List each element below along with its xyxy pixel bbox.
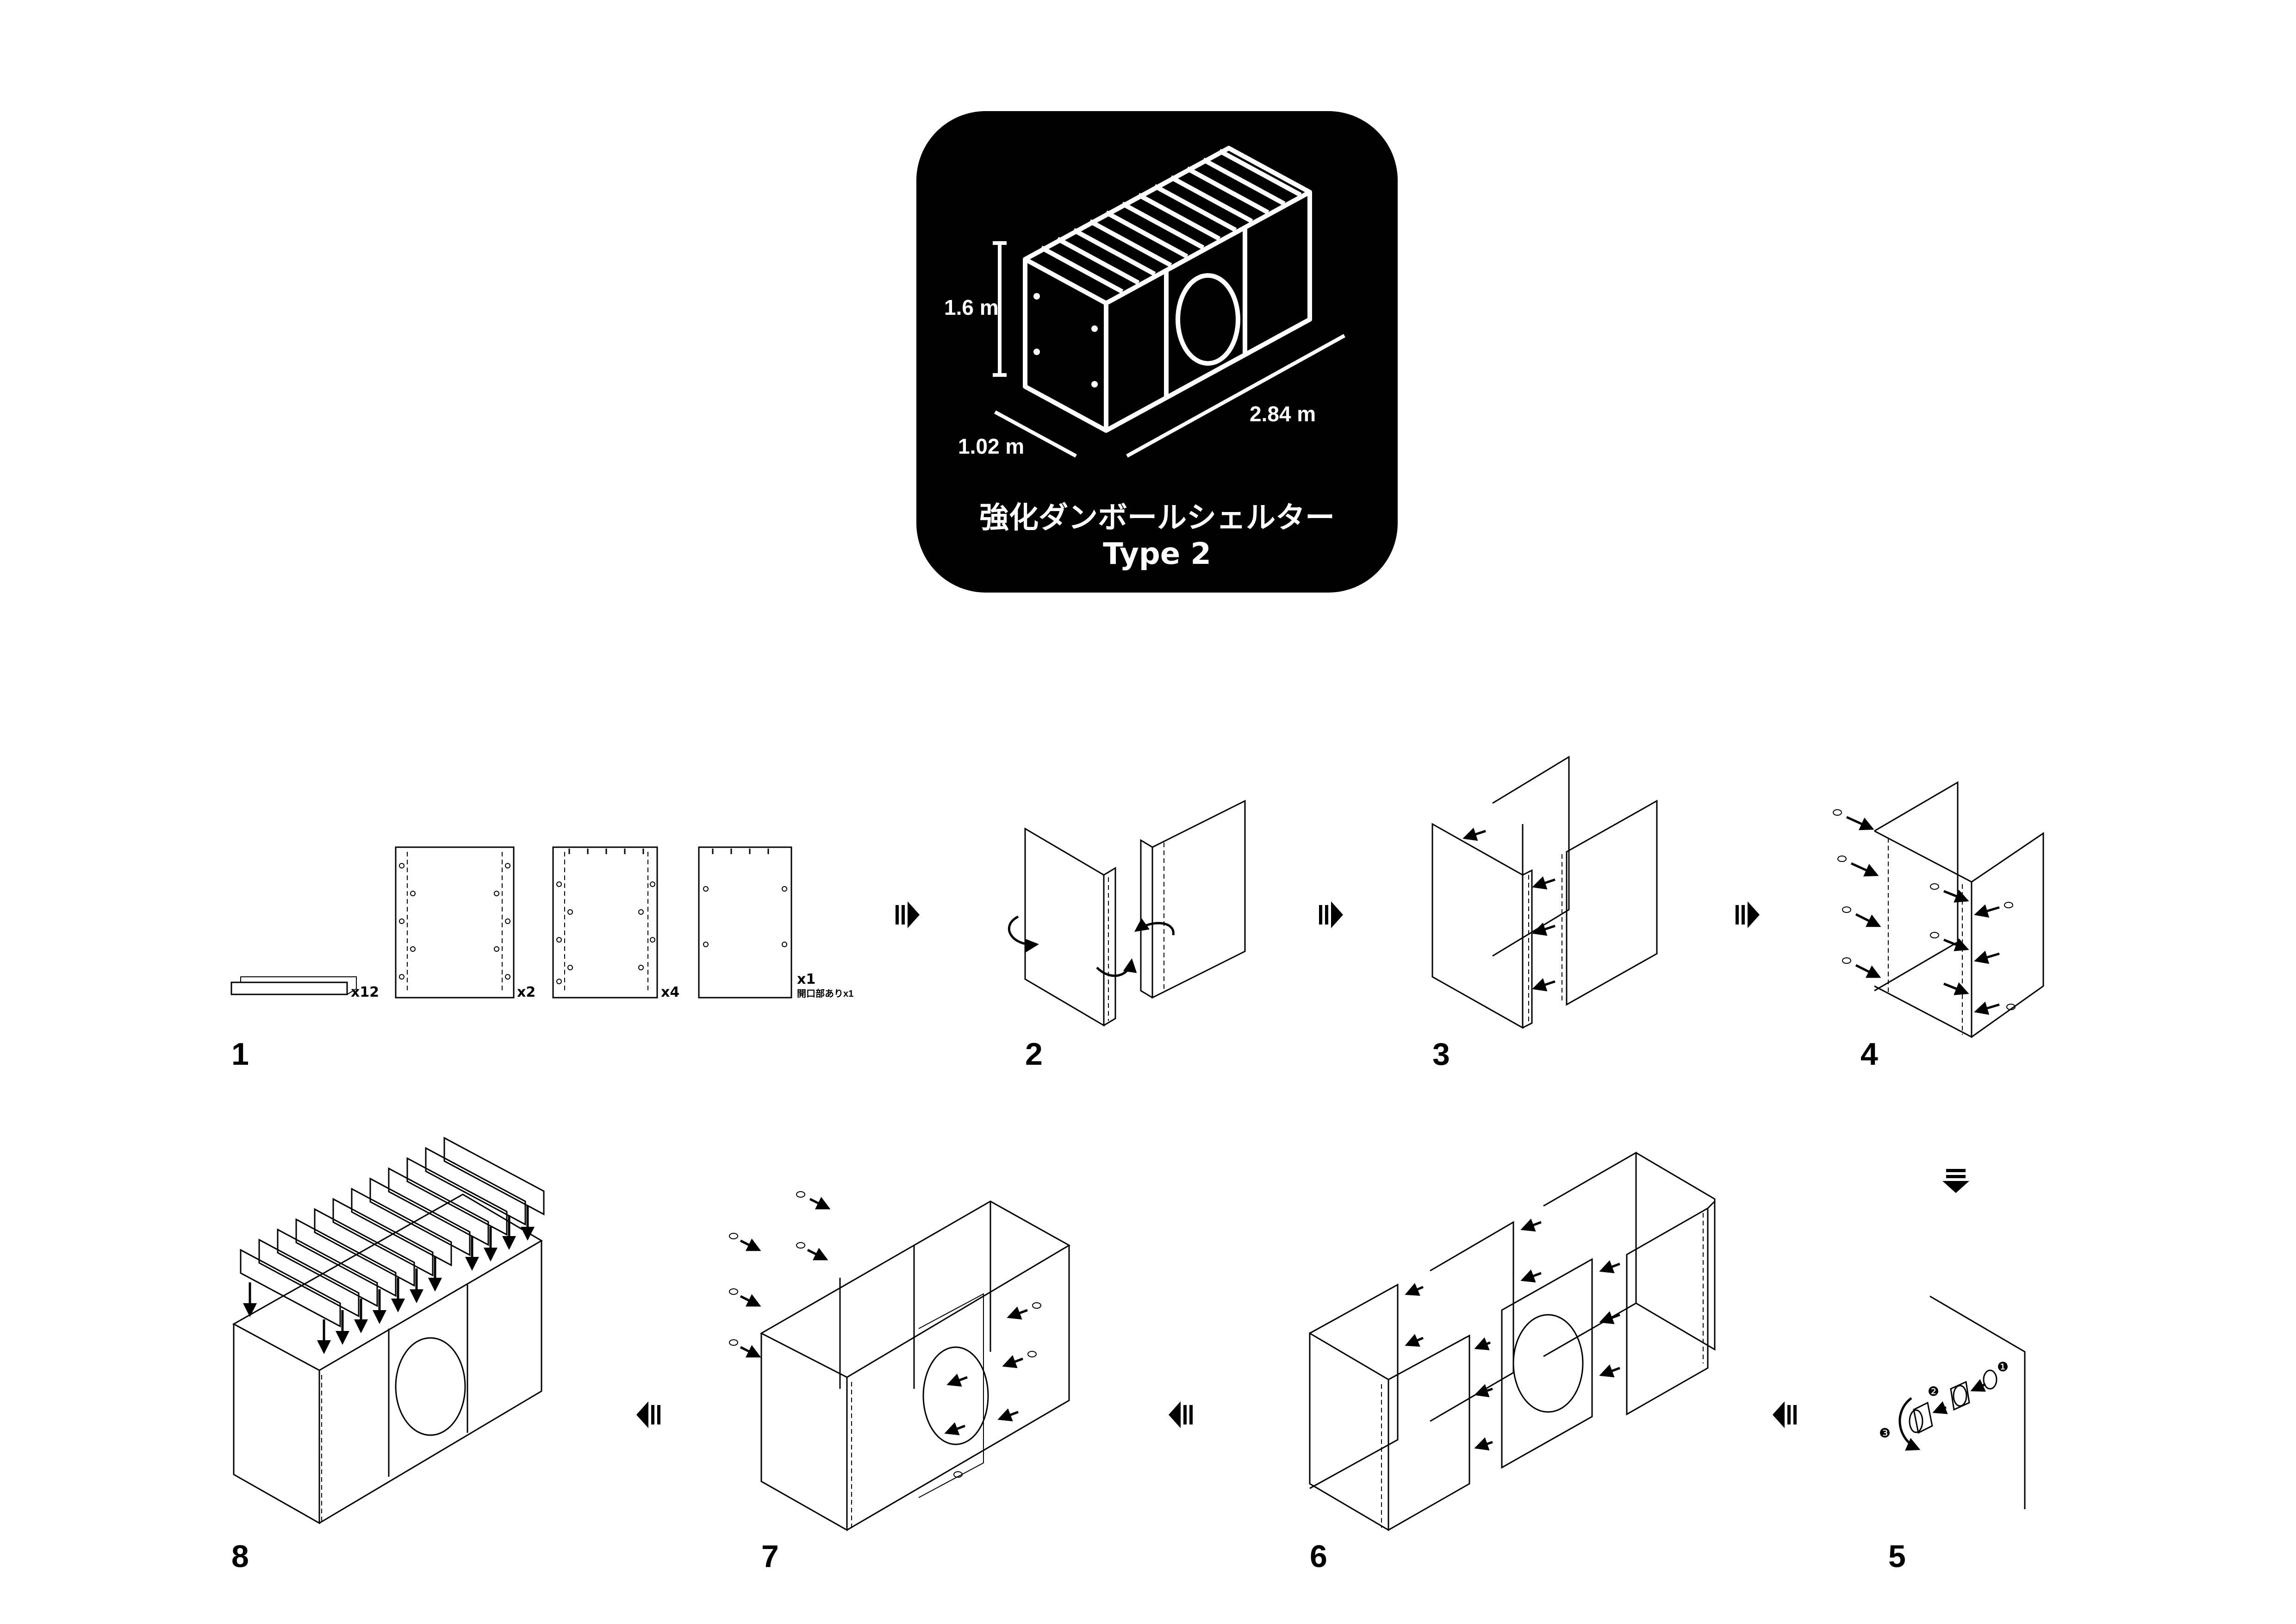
step-6-frame [1309, 1151, 1716, 1531]
flow-arrow-right-2 [1319, 901, 1343, 928]
panel-c-quantity: x1 [797, 971, 815, 987]
step-7-frame [729, 1191, 1071, 1531]
title-type: Type 2 [1103, 537, 1211, 571]
step-number-7: 7 [761, 1539, 779, 1574]
flow-arrow-left-1 [1773, 1401, 1797, 1428]
flow-arrow-down [1942, 1169, 1969, 1193]
step-number-5: 5 [1888, 1539, 1906, 1574]
step-5-labels: ❶ ❷ ❸ [1879, 1359, 2009, 1441]
step-number-8: 8 [231, 1539, 249, 1574]
step-8-completed [232, 1137, 545, 1524]
step-number-4: 4 [1860, 1037, 1878, 1072]
step-3-joining [1431, 756, 1658, 1029]
step-5-fastener [1898, 1295, 2026, 1509]
step-1-parts [230, 846, 792, 999]
flow-arrow-left-3 [636, 1401, 660, 1428]
step-number-3: 3 [1432, 1037, 1450, 1072]
step-number-2: 2 [1025, 1037, 1043, 1072]
step-1-holes [399, 863, 787, 984]
step-number-1: 1 [231, 1037, 249, 1072]
step-4-pins [1833, 781, 2044, 1038]
flow-arrow-right-3 [1736, 901, 1760, 928]
dimension-length: 2.84 m [1250, 402, 1316, 426]
flow-arrow-left-2 [1169, 1401, 1193, 1428]
panel-a-quantity: x2 [517, 984, 535, 1000]
dimension-height: 1.6 m [944, 295, 999, 319]
panel-c-note: 開口部ありx1 [797, 988, 853, 999]
title-jp: 強化ダンボールシェルター [979, 501, 1335, 535]
fastener-label-1: ❶ [1997, 1359, 2009, 1374]
title-badge: 1.6 m 1.02 m 2.84 m 強化ダンボールシェルター Type 2 [916, 111, 1398, 593]
step-1-top-slots [568, 849, 769, 854]
fastener-label-3: ❸ [1879, 1425, 1891, 1441]
shelter-icon [993, 146, 1345, 458]
fastener-label-2: ❷ [1928, 1384, 1939, 1399]
strip-quantity: x12 [351, 984, 379, 1000]
dimension-depth: 1.02 m [958, 434, 1024, 458]
step-2-fold [1008, 800, 1246, 1027]
panel-b-quantity: x4 [661, 984, 679, 1000]
flow-arrow-right-1 [896, 901, 920, 928]
step-number-6: 6 [1310, 1539, 1327, 1574]
